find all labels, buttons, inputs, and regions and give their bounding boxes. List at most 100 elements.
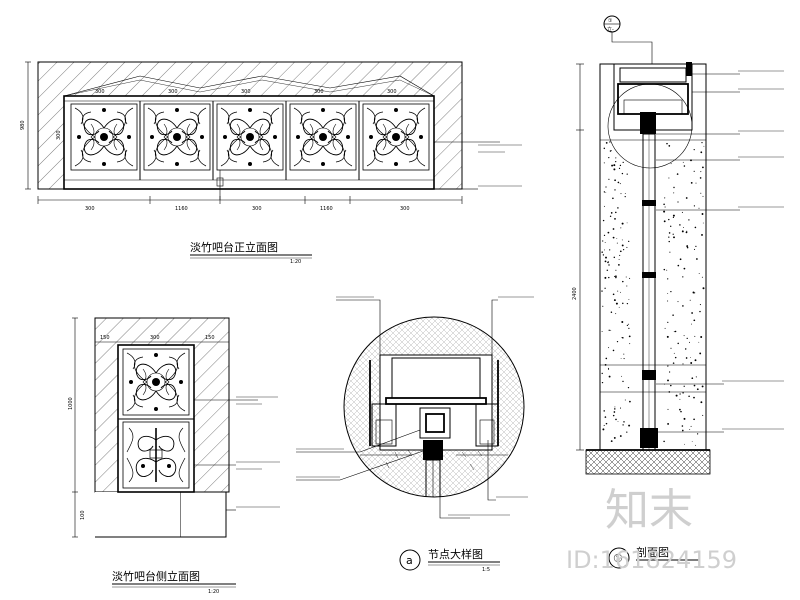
concrete-speck — [602, 428, 605, 431]
concrete-speck — [607, 231, 610, 234]
concrete-speck — [615, 269, 617, 271]
concrete-speck — [691, 441, 693, 442]
concrete-speck — [702, 287, 705, 290]
concrete-speck — [673, 236, 675, 239]
concrete-speck — [604, 241, 606, 243]
concrete-speck — [666, 335, 669, 338]
concrete-speck — [689, 299, 691, 301]
side-dim-top: 300 — [150, 335, 160, 341]
concrete-speck — [673, 331, 675, 333]
concrete-speck — [625, 276, 627, 278]
concrete-speck — [612, 349, 615, 352]
watermark-id: ID:161824159 — [566, 546, 737, 574]
concrete-speck — [617, 421, 619, 423]
concrete-speck — [615, 211, 617, 214]
concrete-speck — [603, 205, 605, 207]
concrete-speck — [614, 179, 616, 182]
front-dim-bottom: 300 — [252, 206, 262, 212]
detail-a-title: 节点大样图 — [428, 547, 483, 561]
bottom-guide-block — [640, 428, 658, 448]
concrete-speck — [603, 147, 606, 150]
side-elevation-scale: 1:20 — [208, 589, 219, 595]
concrete-speck — [621, 172, 624, 175]
concrete-speck — [626, 246, 628, 248]
concrete-speck — [693, 205, 696, 207]
concrete-speck — [622, 424, 624, 426]
side-base-box — [179, 491, 227, 538]
concrete-speck — [617, 290, 619, 292]
concrete-speck — [680, 410, 682, 413]
side-elevation-view: 1000 100 150 300 150 淡竹吧台侧立面图 1:20 — [68, 317, 280, 595]
concrete-speck — [626, 285, 628, 287]
concrete-speck — [693, 396, 695, 399]
concrete-speck — [607, 261, 609, 264]
concrete-speck — [698, 207, 700, 209]
concrete-speck — [691, 323, 692, 325]
concrete-speck — [699, 310, 701, 313]
concrete-speck — [623, 353, 625, 355]
concrete-speck — [616, 340, 619, 343]
section-marker-bottom-label: ① — [613, 552, 623, 565]
concrete-speck — [615, 157, 617, 159]
concrete-speck — [629, 277, 631, 279]
section-marker-bottom — [608, 547, 630, 569]
concrete-speck — [682, 392, 684, 394]
concrete-speck — [688, 341, 691, 343]
concrete-speck — [610, 440, 613, 442]
concrete-speck — [688, 395, 690, 397]
concrete-speck — [673, 192, 675, 194]
concrete-speck — [606, 269, 609, 272]
roller-block — [640, 112, 656, 134]
concrete-speck — [621, 239, 623, 241]
concrete-speck — [615, 302, 618, 305]
concrete-speck — [618, 259, 620, 261]
front-dim-top: 300 — [95, 89, 105, 95]
detail-a-marker — [399, 549, 421, 571]
concrete-speck — [683, 385, 685, 387]
concrete-speck — [666, 142, 668, 145]
concrete-speck — [701, 385, 704, 388]
concrete-speck — [611, 164, 614, 167]
concrete-speck — [700, 192, 702, 194]
concrete-speck — [672, 362, 675, 364]
concrete-speck — [620, 357, 622, 359]
concrete-speck — [701, 142, 703, 144]
concrete-speck — [621, 244, 624, 247]
concrete-speck — [695, 444, 696, 446]
front-elevation-view: 980 300 300 300 300 300 300 300 1160 300… — [20, 61, 522, 265]
concrete-speck — [618, 306, 620, 308]
concrete-speck — [610, 311, 613, 314]
concrete-speck — [668, 236, 670, 238]
concrete-speck — [685, 231, 688, 234]
concrete-speck — [612, 293, 615, 296]
concrete-speck — [628, 335, 631, 338]
concrete-speck — [601, 372, 603, 375]
concrete-speck — [670, 163, 672, 165]
concrete-speck — [691, 377, 694, 380]
concrete-speck — [667, 408, 669, 410]
front-dim-bottom: 1160 — [175, 206, 188, 212]
front-elevation-title: 淡竹吧台正立面图 — [190, 240, 278, 254]
concrete-speck — [668, 145, 671, 147]
leader-line — [336, 299, 381, 362]
concrete-speck — [604, 416, 607, 418]
detail-a-view: a 节点大样图 1:5 — [296, 296, 534, 573]
concrete-speck — [628, 323, 630, 325]
concrete-speck — [628, 298, 630, 300]
concrete-speck — [700, 151, 703, 154]
center-mark — [216, 177, 224, 187]
concrete-speck — [609, 249, 611, 251]
side-dim-left-lower: 100 — [80, 510, 86, 520]
marker-leader — [611, 32, 653, 64]
concrete-speck — [690, 362, 693, 364]
concrete-speck — [663, 220, 666, 223]
concrete-speck — [607, 260, 609, 262]
concrete-speck — [605, 256, 607, 259]
concrete-speck — [617, 181, 620, 184]
concrete-speck — [619, 250, 622, 253]
concrete-speck — [690, 159, 692, 162]
concrete-speck — [702, 195, 704, 197]
front-dim-left-inner: 300 — [56, 130, 62, 140]
concrete-speck — [619, 254, 621, 256]
side-elevation-title: 淡竹吧台侧立面图 — [112, 569, 200, 583]
